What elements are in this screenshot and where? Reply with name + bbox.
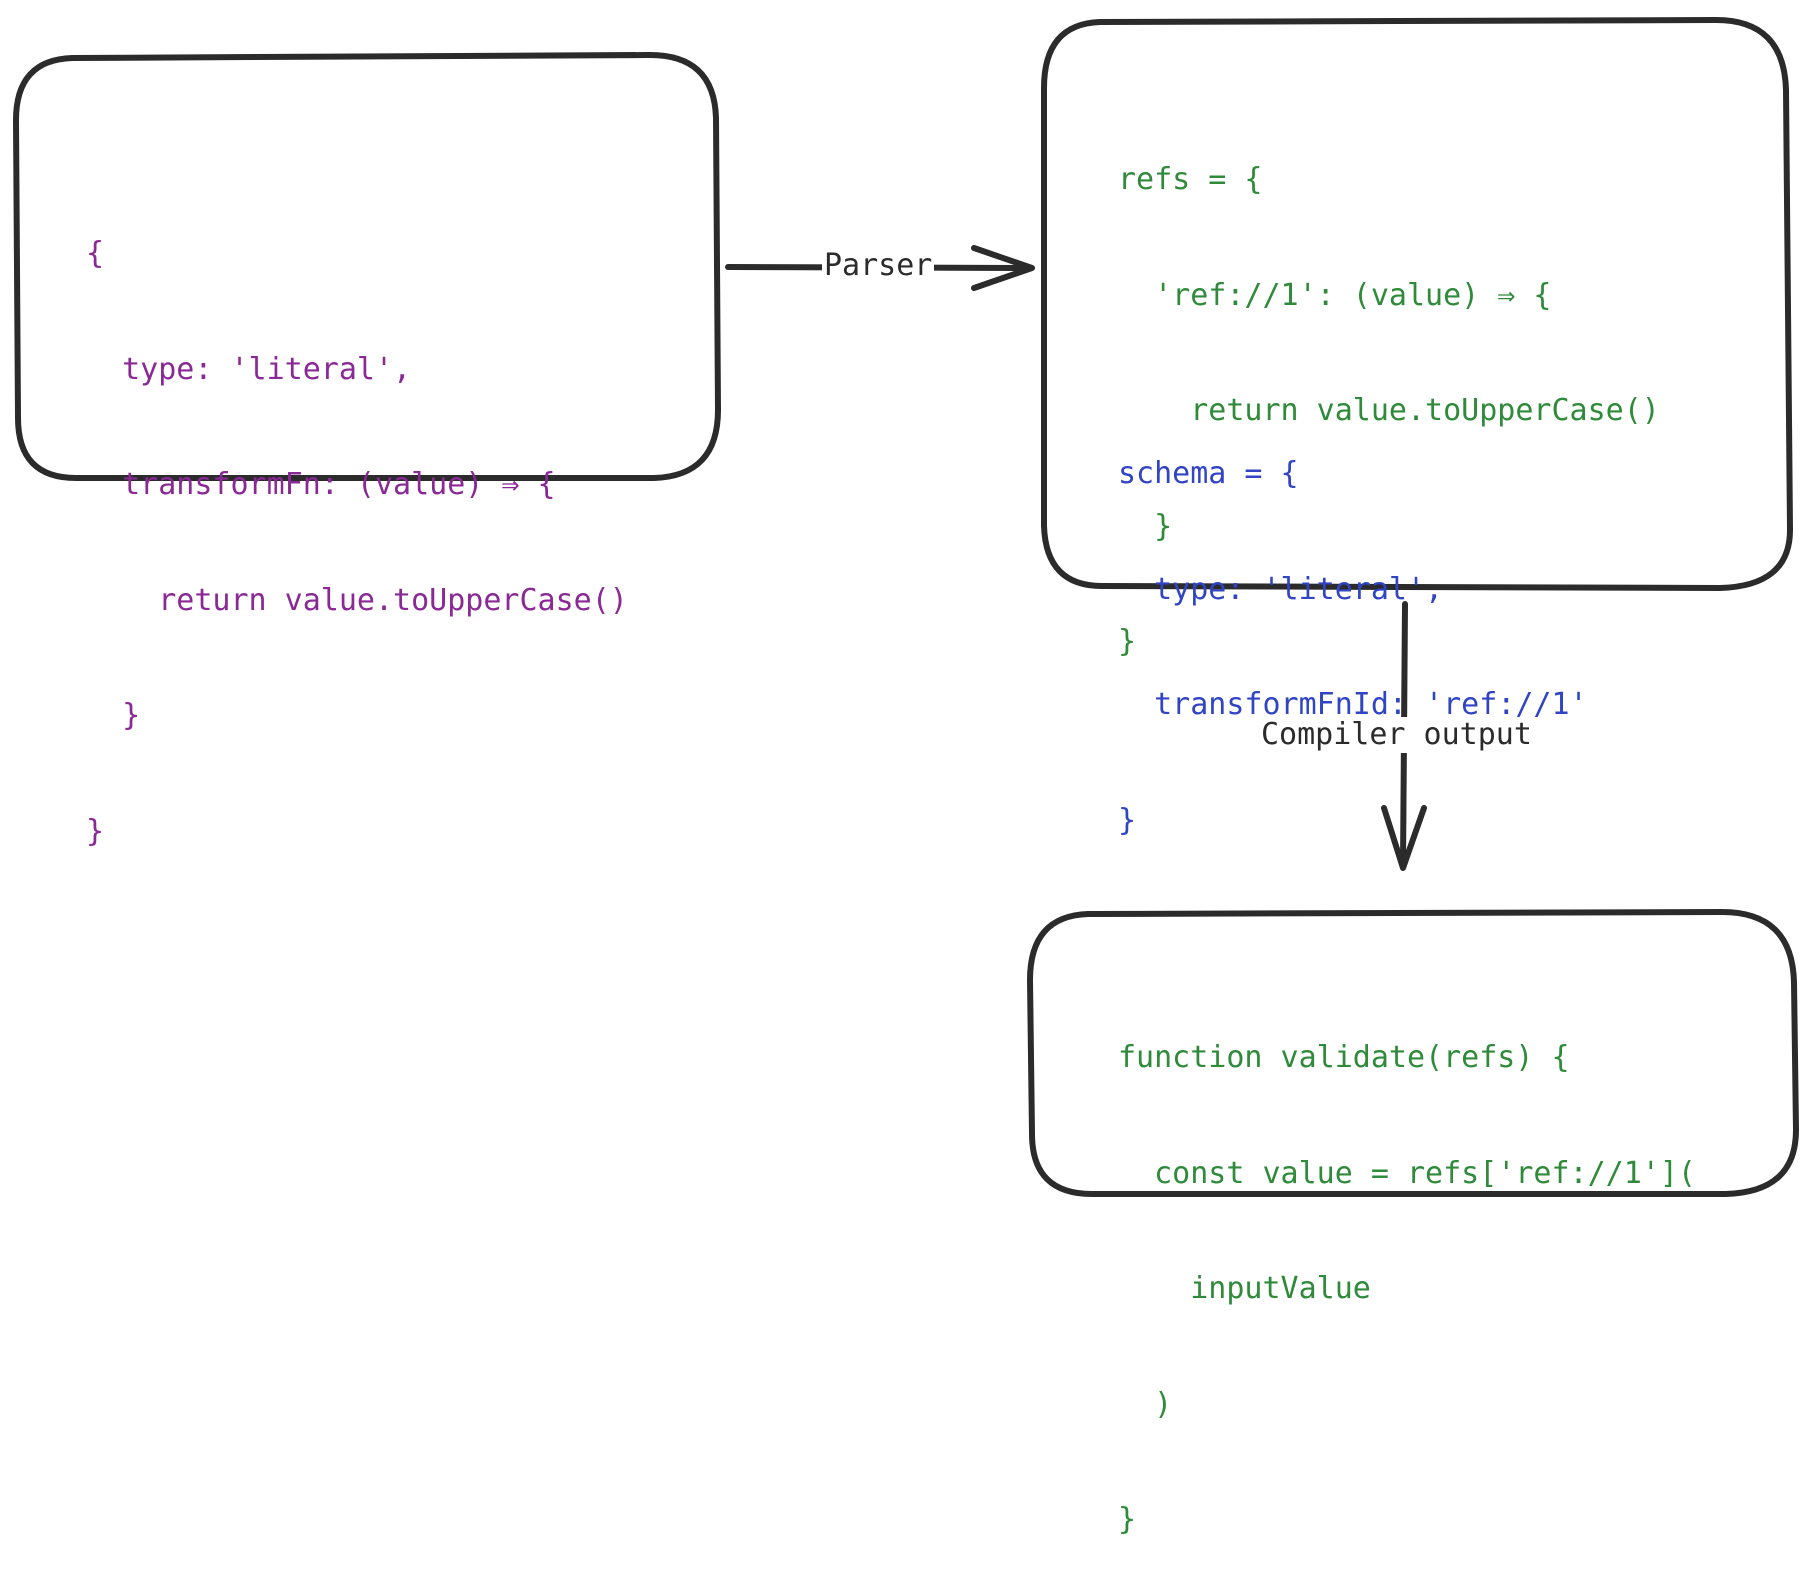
code-line: inputValue bbox=[1118, 1271, 1371, 1306]
compiled-code-block: function validate(refs) { const value = … bbox=[1118, 962, 1696, 1578]
compiler-output-label: Compiler output bbox=[1259, 717, 1534, 753]
code-line: } bbox=[1118, 508, 1173, 544]
code-line: } bbox=[1118, 802, 1137, 838]
code-line: } bbox=[1118, 1502, 1137, 1537]
parser-arrowhead bbox=[971, 245, 1035, 291]
code-line: transformFnId: 'ref://1' bbox=[1118, 687, 1588, 722]
schema-code-block: schema = { type: 'literal', transformFnI… bbox=[1118, 378, 1588, 879]
code-line: { bbox=[86, 236, 105, 271]
compiler-arrowhead bbox=[1381, 805, 1427, 871]
parsed-box-outline bbox=[1041, 17, 1793, 591]
code-line: type: 'literal', bbox=[1118, 571, 1444, 607]
code-line: function validate(refs) { bbox=[1118, 1040, 1570, 1075]
refs-code-block: refs = { 'ref://1': (value) ⇒ { return v… bbox=[1118, 84, 1660, 700]
code-line: type: 'literal', bbox=[86, 351, 412, 387]
code-line: ) bbox=[1118, 1386, 1173, 1422]
parser-label: Parser bbox=[822, 248, 935, 284]
compiled-box-outline bbox=[1027, 909, 1799, 1197]
code-line: transformFn: (value) ⇒ { bbox=[86, 467, 556, 502]
code-line: } bbox=[86, 698, 141, 733]
code-line: schema = { bbox=[1118, 456, 1299, 491]
code-line: } bbox=[1118, 624, 1137, 659]
code-line: refs = { bbox=[1118, 162, 1263, 197]
code-line: const value = refs['ref://1']( bbox=[1118, 1155, 1696, 1191]
source-code-block: { type: 'literal', transformFn: (value) … bbox=[86, 158, 628, 890]
code-line: return value.toUpperCase() bbox=[1118, 393, 1660, 428]
code-line: return value.toUpperCase() bbox=[86, 582, 628, 618]
source-box-outline bbox=[13, 51, 721, 481]
code-line: 'ref://1': (value) ⇒ { bbox=[1118, 277, 1552, 313]
code-line: } bbox=[86, 813, 105, 849]
